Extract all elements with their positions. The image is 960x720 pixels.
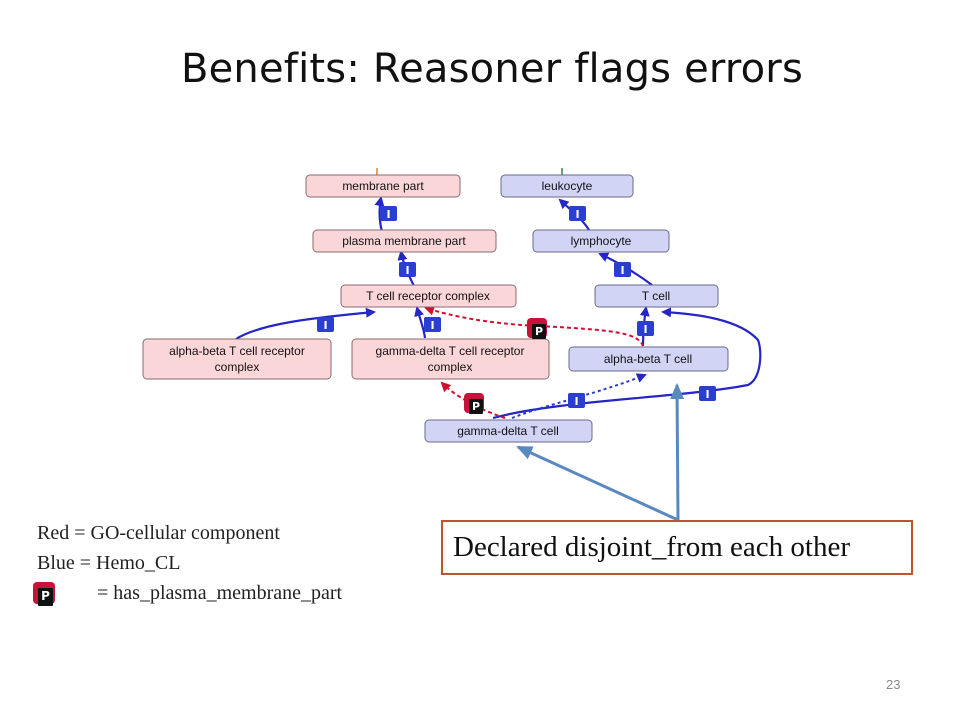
- svg-text:I: I: [643, 323, 647, 336]
- node-label: T cell: [642, 289, 670, 303]
- node-t-cell[interactable]: T cell: [594, 284, 719, 308]
- node-label: T cell receptor complex: [366, 289, 490, 303]
- svg-text:I: I: [405, 264, 409, 277]
- svg-text:I: I: [323, 319, 327, 332]
- slide-title: Benefits: Reasoner flags errors: [180, 46, 803, 92]
- is-a-edge: [414, 306, 427, 339]
- callout-arrow-left: [516, 445, 679, 522]
- node-label: lymphocyte: [571, 234, 632, 248]
- is-a-badge: I: [569, 206, 586, 221]
- node-label: leukocyte: [542, 179, 593, 193]
- is-a-badge: I: [614, 262, 631, 277]
- node-membrane-part[interactable]: membrane part: [305, 174, 461, 198]
- node-tcr-complex[interactable]: T cell receptor complex: [340, 284, 517, 308]
- node-label: alpha-beta T cell: [604, 352, 692, 366]
- part-badge: P: [464, 393, 484, 414]
- legend-blue: Blue = Hemo_CL: [37, 552, 181, 574]
- svg-text:I: I: [430, 319, 434, 332]
- svg-text:I: I: [386, 208, 390, 221]
- node-leukocyte[interactable]: leukocyte: [500, 174, 634, 198]
- svg-text:I: I: [574, 395, 578, 408]
- node-label: plasma membrane part: [342, 234, 466, 248]
- node-label-line2: complex: [215, 360, 260, 374]
- node-ab-tcr-complex[interactable]: alpha-beta T cell receptor complex: [142, 338, 332, 380]
- is-a-badge: I: [568, 393, 585, 408]
- svg-text:P: P: [535, 325, 543, 338]
- disjoint-callout: Declared disjoint_from each other: [441, 520, 913, 575]
- node-ab-t-cell[interactable]: alpha-beta T cell: [568, 346, 729, 372]
- callout-arrow-stem: [670, 383, 685, 521]
- legend-p-text: = has_plasma_membrane_part: [97, 582, 343, 604]
- node-label: membrane part: [342, 179, 424, 193]
- node-plasma-membrane-part[interactable]: plasma membrane part: [312, 229, 497, 253]
- node-gd-t-cell[interactable]: gamma-delta T cell: [424, 419, 593, 443]
- part-edge: [440, 381, 506, 419]
- svg-text:I: I: [575, 208, 579, 221]
- node-label-line1: gamma-delta T cell receptor: [376, 344, 525, 358]
- is-a-badge: I: [699, 386, 716, 401]
- node-label-line1: alpha-beta T cell receptor: [169, 344, 305, 358]
- svg-text:P: P: [41, 589, 50, 603]
- svg-text:I: I: [620, 264, 624, 277]
- svg-text:I: I: [705, 388, 709, 401]
- node-label-line2: complex: [428, 360, 473, 374]
- is-a-badge: I: [317, 317, 334, 332]
- part-badge: P: [527, 318, 547, 339]
- node-gd-tcr-complex[interactable]: gamma-delta T cell receptor complex: [351, 338, 550, 380]
- inferred-is-a-edge: [511, 373, 647, 419]
- legend-red: Red = GO-cellular component: [37, 522, 280, 544]
- node-label: gamma-delta T cell: [457, 424, 559, 438]
- legend-p: P = has_plasma_membrane_part: [33, 578, 343, 608]
- svg-text:P: P: [472, 400, 480, 413]
- legend: Red = GO-cellular component Blue = Hemo_…: [33, 518, 343, 608]
- is-a-edge: [374, 196, 385, 233]
- is-a-badge: I: [637, 321, 654, 336]
- part-badge-icon: P: [33, 582, 55, 606]
- is-a-edge: [235, 307, 376, 340]
- is-a-badge: I: [380, 206, 397, 221]
- node-lymphocyte[interactable]: lymphocyte: [532, 229, 670, 253]
- is-a-badge: I: [399, 262, 416, 277]
- page-number: 23: [886, 677, 901, 692]
- is-a-badge: I: [424, 317, 441, 332]
